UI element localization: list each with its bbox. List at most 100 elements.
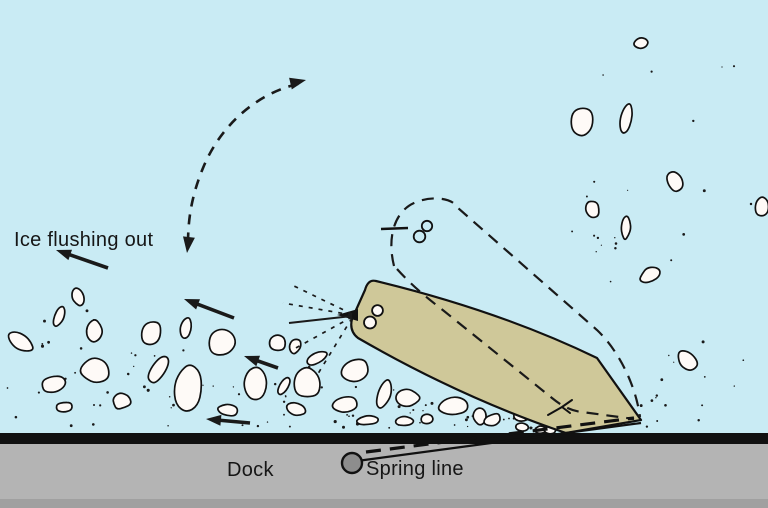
speckle-dot [348, 415, 350, 418]
ice-chunk [55, 401, 73, 413]
speckle-dot [6, 387, 9, 389]
speckle-dot [656, 420, 659, 422]
ice-chunk [112, 392, 132, 410]
spring-line-ghost [365, 416, 635, 454]
ice-flushing-label: Ice flushing out [14, 229, 153, 251]
speckle-dot [602, 74, 604, 76]
ice-chunk [41, 375, 67, 394]
speckle-dot [167, 424, 169, 427]
flow-arrow-head-icon [206, 414, 222, 426]
ice-chunk [639, 266, 661, 284]
speckle-dot [593, 180, 596, 183]
ice-chunk [633, 37, 649, 50]
speckle-dot [732, 65, 736, 68]
ice-chunk [570, 107, 594, 137]
ice-chunk [375, 379, 393, 409]
ice-chunk [52, 305, 66, 328]
ice-chunk [340, 358, 369, 383]
speckle-dot [614, 246, 617, 250]
speckle-dot [673, 361, 675, 363]
speckle-dot [172, 403, 175, 407]
prop-wash-ray [293, 316, 353, 350]
speckle-dot [40, 344, 45, 348]
flow-arrow-shaft [216, 418, 251, 425]
speckle-dot [142, 385, 146, 389]
speckle-dot [464, 418, 468, 422]
speckle-dot [749, 202, 753, 206]
bow-chock-lines [547, 399, 573, 416]
ice-chunk [79, 357, 110, 384]
speckle-dot [453, 424, 456, 426]
spring-line-solid [356, 421, 642, 463]
speckle-dot [422, 410, 424, 412]
ice-chunk [140, 321, 162, 346]
speckle-dot [529, 426, 533, 430]
prop-wash-ray [288, 315, 353, 324]
ice-chunk [620, 215, 632, 241]
speckle-dot [85, 309, 89, 313]
ice-chunk [288, 338, 302, 355]
speckle-dot [134, 354, 137, 357]
cleat-pointer-line [380, 226, 409, 231]
ice-chunk [395, 388, 421, 408]
speckle-dot [639, 404, 643, 408]
ice-chunk [331, 395, 358, 413]
flow-arrow-shaft [193, 301, 235, 320]
ice-chunk [71, 287, 85, 307]
speckle-dot [283, 413, 285, 416]
speckle-dot [655, 396, 657, 399]
speckle-dot [351, 414, 355, 417]
dock [0, 433, 768, 508]
ice-chunk [7, 331, 34, 352]
speckle-dot [502, 418, 505, 421]
speckle-dot [282, 400, 286, 403]
ice-chunk [277, 376, 291, 396]
speckle-dot [466, 415, 470, 419]
speckle-dot [397, 405, 401, 409]
ice-chunk [677, 350, 699, 371]
speckle-dot [721, 66, 723, 68]
spring-line-label: Spring line [366, 458, 464, 480]
pivot-arrow-head-down-icon [183, 236, 195, 253]
speckle-dot [241, 424, 244, 427]
speckle-dot [419, 421, 421, 424]
speckle-dot [571, 230, 574, 233]
speckle-dot [650, 399, 654, 402]
speckle-dot [609, 280, 612, 283]
prop-wash-nozzle-icon [337, 309, 358, 321]
pivot-arrow-head-up-icon [289, 77, 306, 90]
speckle-dot [342, 425, 345, 429]
speckle-dot [256, 424, 260, 428]
speckle-dot [212, 385, 214, 387]
speckle-dot [614, 237, 616, 239]
speckle-dot [106, 391, 109, 394]
ice-chunk [584, 200, 600, 219]
speckle-dot [595, 251, 597, 253]
speckle-dot [664, 403, 667, 407]
speckle-dot [146, 388, 150, 392]
stern-cleat-icon [363, 304, 384, 330]
ice-chunk [243, 366, 268, 401]
speckle-dot [266, 421, 269, 423]
speckle-dot [126, 372, 130, 376]
flow-arrow-shaft [65, 251, 109, 270]
ice-chunk [208, 328, 237, 356]
boat [350, 279, 643, 435]
speckle-dot [692, 119, 695, 123]
speckle-dot [466, 425, 469, 428]
ice-chunk [472, 407, 487, 426]
dock-edge [0, 433, 768, 444]
speckle-dot [670, 259, 673, 262]
speckle-dot [645, 425, 649, 428]
speckle-dot [99, 404, 102, 407]
ghost-hull-port [396, 268, 635, 421]
speckle-dot [650, 70, 653, 73]
speckle-dot [596, 236, 600, 240]
speckle-dot [660, 378, 664, 382]
speckle-dot [41, 342, 44, 345]
speckle-dot [237, 393, 241, 396]
speckle-dot [170, 407, 172, 409]
